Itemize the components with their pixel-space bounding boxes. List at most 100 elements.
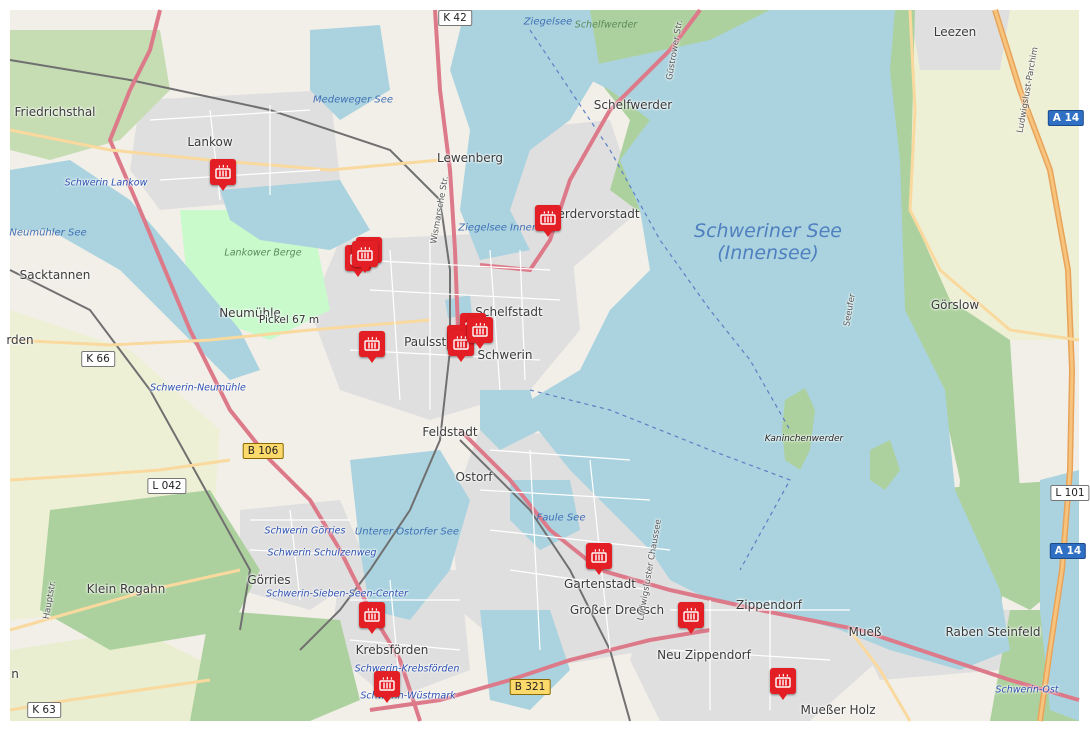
road-shield: A 14 (1049, 543, 1087, 559)
map-label-water: Neumühler See (9, 227, 87, 239)
residential-lankow (130, 90, 340, 210)
motorway-a14-inner (993, 9, 1074, 722)
map-label-district: Neu Zippendorf (657, 648, 751, 662)
heating-radiator-icon (364, 336, 380, 351)
heating-radiator-icon (540, 210, 556, 225)
map-base-layer (9, 8, 1080, 722)
road-wismarsche (433, 9, 460, 331)
map-label-district: Görslow (930, 298, 980, 312)
heating-marker[interactable] (374, 671, 400, 703)
map-label-water: Faule See (536, 512, 586, 524)
map-label-station: Schwerin-Ost (995, 684, 1059, 696)
road-shield: B 106 (242, 443, 284, 459)
lake-ziegelsee (450, 10, 600, 260)
map-label-lake-big: Schweriner See(Innensee) (694, 220, 842, 264)
heating-marker[interactable] (586, 543, 612, 575)
road-ludwigsluster (458, 428, 1080, 702)
heating-marker[interactable] (359, 331, 385, 363)
map-label-district: Krebsförden (355, 643, 429, 657)
road-shield: A 14 (1047, 110, 1085, 126)
heating-radiator-icon (379, 676, 395, 691)
road-k66 (9, 318, 431, 347)
map-label-district: Großer Dreesch (569, 603, 665, 617)
lake-lankower-see (220, 180, 370, 250)
heating-radiator-icon (775, 673, 791, 688)
heating-marker[interactable] (678, 602, 704, 634)
forest-west (10, 30, 170, 160)
heating-radiator-icon (683, 607, 699, 622)
map-label-station: Schwerin-Wüstmark (360, 690, 456, 702)
heating-radiator-icon (591, 548, 607, 563)
road-shield: L 042 (147, 478, 187, 494)
map-label-district: Ostorf (455, 470, 493, 484)
forest-south (190, 610, 360, 721)
residential-centre (310, 230, 580, 420)
railway-west (9, 269, 252, 631)
road-guestrower (479, 8, 702, 273)
lake-burgsee (480, 390, 540, 450)
heating-marker[interactable] (359, 602, 385, 634)
map-label-forest: Schelfwerder (574, 19, 638, 31)
map-label-forest: Lankower Berge (224, 247, 302, 259)
road-mueß (848, 629, 912, 722)
map-label-water: Ziegelsee (523, 16, 573, 28)
map-label-district: Neumühle (219, 306, 281, 320)
road-shield: L 101 (1050, 485, 1090, 501)
lake-medeweger-see (310, 25, 390, 120)
road-east (908, 9, 1080, 342)
lake-unterer-ostorfer-see (350, 450, 470, 620)
road-l042 (9, 458, 231, 482)
map-label-station: Schwerin-Neumühle (150, 382, 246, 394)
road-shield: K 42 (438, 10, 472, 26)
map-label-district: Görries (247, 573, 291, 587)
heating-radiator-icon (364, 607, 380, 622)
map-label-district: n (11, 667, 19, 681)
heating-radiator-icon (472, 322, 488, 337)
map-label-district: Lankow (187, 135, 233, 149)
map-label-station: Schwerin-Sieben-Seen-Center (266, 588, 408, 600)
railway-southeast (459, 439, 631, 722)
map-label-station: Schwerin-Krebsförden (354, 663, 460, 675)
lake-schweriner-see (530, 10, 1010, 670)
road-b321 (369, 628, 711, 712)
map-label-district: rden (6, 333, 34, 347)
map-label-district: Schwerin (477, 348, 533, 362)
road-shield: K 63 (27, 702, 61, 718)
heating-marker[interactable] (210, 159, 236, 191)
map-label-district: Schelfwerder (593, 98, 673, 112)
map-label-district: Zippendorf (736, 598, 802, 612)
heating-marker[interactable] (770, 668, 796, 700)
road-shield: K 66 (81, 351, 115, 367)
forest-southwest (40, 490, 260, 650)
map-label-district: Lewenberg (437, 151, 503, 165)
heating-radiator-icon (215, 164, 231, 179)
map-label-district: Feldstadt (422, 425, 478, 439)
island-kaninchenwerder (782, 388, 815, 470)
heating-marker[interactable] (535, 205, 561, 237)
map-label-district: Mueß (848, 625, 882, 639)
heating-marker[interactable] (352, 241, 378, 273)
road-hauptstr (9, 568, 241, 632)
map-label-district: Klein Rogahn (86, 582, 166, 596)
map-label-district: Mueßer Holz (800, 703, 876, 717)
map-label-district: Werdervorstadt (546, 207, 640, 221)
map-label-station: Schwerin Görries (264, 525, 346, 537)
map-label-water: Ziegelsee Innensee (458, 222, 556, 234)
map-label-island: Kaninchenwerder (764, 434, 844, 444)
residential-werder (510, 120, 640, 270)
map-label-feature: Pickel 67 m (258, 314, 320, 326)
map-label-district: Raben Steinfeld (945, 625, 1041, 639)
residential-leezen (910, 10, 1010, 70)
lake-faule-see (510, 480, 580, 550)
railway-northwest (9, 59, 451, 651)
heating-marker[interactable] (467, 317, 493, 349)
map-label-district: Sacktannen (19, 268, 91, 282)
map-label-district: Gartenstadt (564, 577, 636, 591)
heating-radiator-icon (357, 246, 373, 261)
map-label-district: Leezen (933, 25, 977, 39)
map-label-district: Schelfstadt (475, 305, 543, 319)
map-label-water: Unterer Ostorfer See (354, 526, 460, 538)
map-label-station: Schwerin Lankow (64, 177, 148, 189)
lake-neumuehler-see (10, 160, 260, 380)
